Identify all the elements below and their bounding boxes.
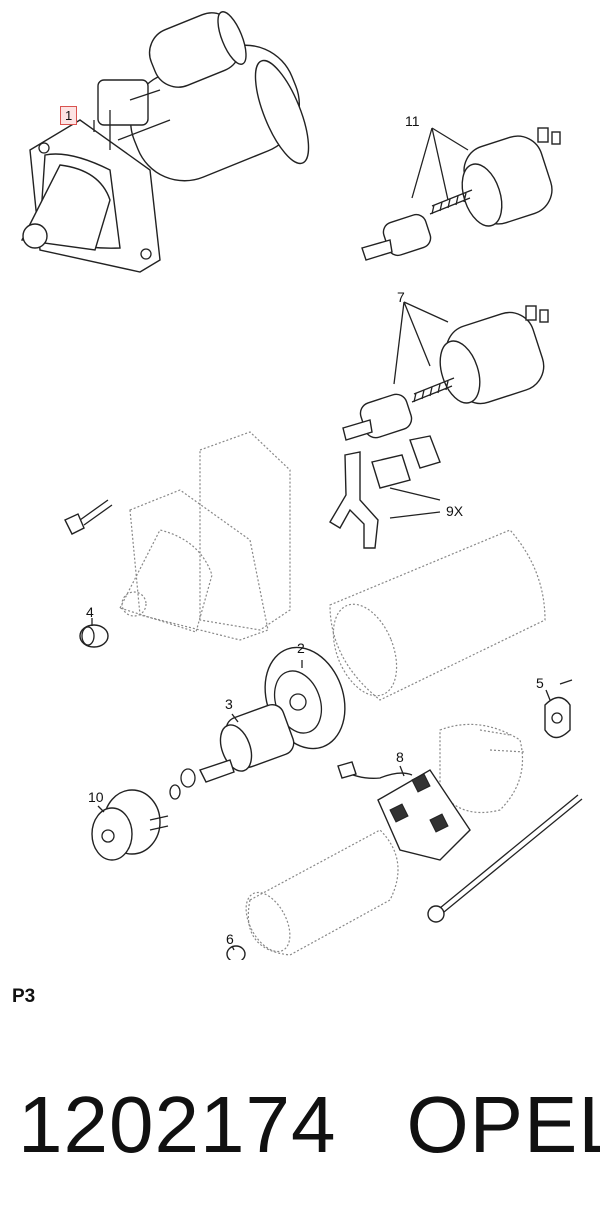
starter-motor-assembly	[20, 11, 310, 273]
leader-lines	[91, 120, 551, 951]
callout-5: 5	[536, 675, 544, 691]
mounting-plate-5	[544, 679, 573, 739]
part-footer: 1202174 OPEL	[18, 1080, 600, 1170]
through-bolt	[427, 794, 583, 923]
callout-11: 11	[405, 113, 420, 129]
callout-10: 10	[88, 789, 104, 805]
part-number: 1202174	[18, 1080, 337, 1169]
solenoid-kit-11	[361, 127, 561, 261]
brush-holder-8	[337, 761, 471, 861]
fork-lever-kit-9x	[329, 435, 441, 549]
callout-3: 3	[225, 696, 233, 712]
callout-4: 4	[86, 604, 94, 620]
brand-name: OPEL	[406, 1080, 600, 1169]
callout-9x: 9X	[446, 503, 464, 519]
pinion-drive-3	[169, 703, 295, 800]
bushing-4	[79, 624, 109, 648]
solenoid-7	[342, 301, 549, 441]
sheet-code: P3	[12, 986, 36, 1007]
exploded-parts-diagram: .solid { fill: #fff; stroke: #222; strok…	[20, 11, 583, 960]
small-bushing-6	[226, 945, 246, 960]
pinion-gear-10	[91, 789, 169, 861]
mounting-bolt	[64, 499, 113, 535]
callout-7: 7	[397, 289, 405, 305]
callout-2: 2	[297, 640, 305, 656]
callout-6: 6	[226, 931, 234, 947]
callout-8: 8	[396, 749, 404, 765]
callout-1: 1	[60, 106, 78, 125]
starter-ghost-outline	[119, 431, 546, 956]
